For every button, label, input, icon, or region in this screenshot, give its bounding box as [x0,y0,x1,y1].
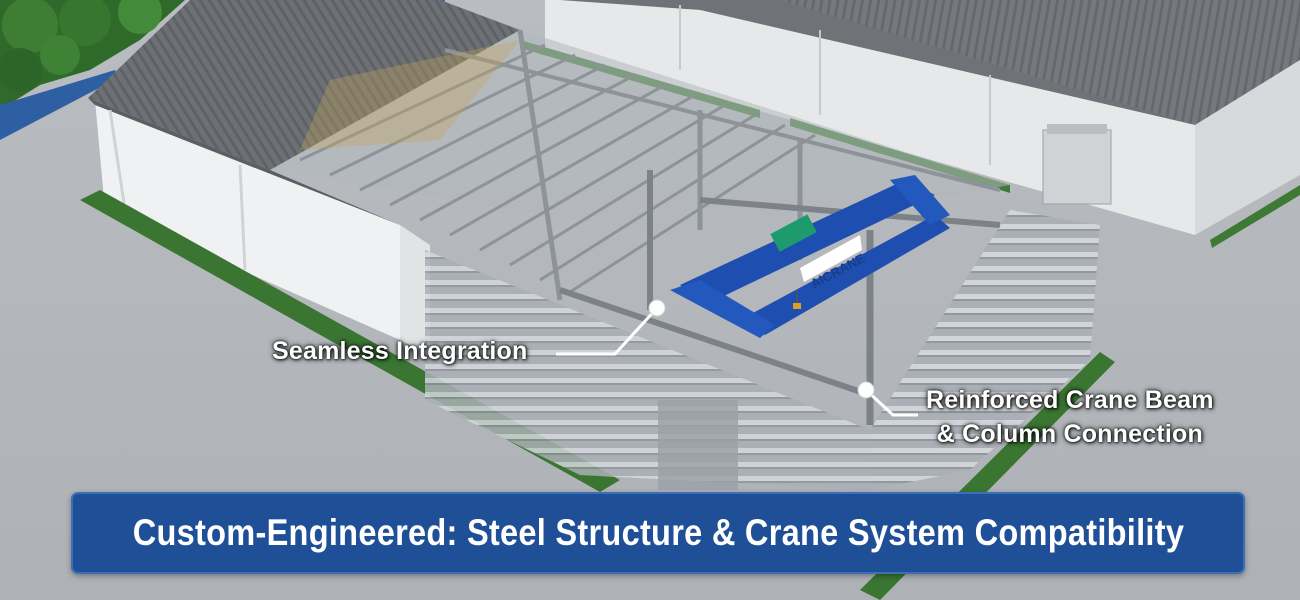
banner-title: Custom-Engineered: Steel Structure & Cra… [132,512,1184,553]
callout-reinforced-line1: Reinforced Crane Beam [926,386,1214,414]
callout-reinforced-connection: Reinforced Crane Beam & Column Connectio… [926,383,1214,451]
callout-seamless-integration: Seamless Integration [272,337,528,365]
callout-reinforced-line2: & Column Connection [936,420,1203,448]
callout-reinforced-pointer [857,381,918,417]
caption-banner: Custom-Engineered: Steel Structure & Cra… [71,492,1245,574]
tree-cluster [0,0,185,110]
blue-fence [0,70,118,140]
steel-frame [270,29,1010,301]
callout-seamless-pointer [556,299,666,356]
